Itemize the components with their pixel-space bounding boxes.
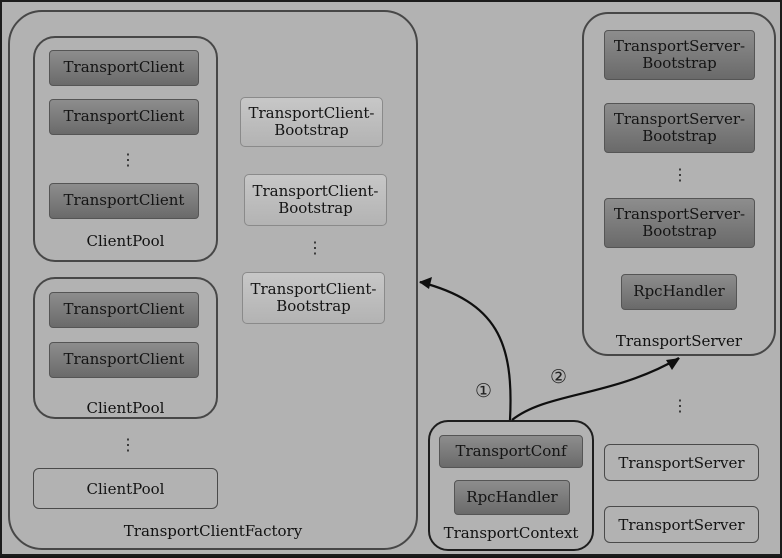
- bootstrap-label: TransportClient- Bootstrap: [252, 181, 379, 217]
- transport-server: TransportServer: [604, 506, 759, 543]
- bootstrap-label: TransportClient- Bootstrap: [250, 279, 377, 315]
- transport-client-bootstrap: TransportClient- Bootstrap: [242, 272, 385, 324]
- bootstrap-label: TransportServer- Bootstrap: [613, 109, 746, 145]
- transport-client-bootstrap: TransportClient- Bootstrap: [244, 174, 387, 226]
- bootstrap-label: TransportClient- Bootstrap: [248, 103, 375, 139]
- step-marker-2: ②: [550, 366, 568, 388]
- transport-server-bootstrap: TransportServer- Bootstrap: [604, 30, 755, 80]
- transport-server: TransportServer: [582, 12, 776, 356]
- transport-server-bootstrap: TransportServer- Bootstrap: [604, 103, 755, 153]
- transport-conf: TransportConf: [439, 435, 583, 468]
- arrow-to-client-factory: [419, 280, 512, 421]
- step-marker-1: ①: [475, 380, 493, 402]
- transport-client: TransportClient: [49, 292, 199, 328]
- ellipsis: ⋮: [120, 435, 136, 454]
- rpc-handler: RpcHandler: [454, 480, 570, 515]
- client-pool: ClientPool: [33, 277, 218, 419]
- bootstrap-label: TransportServer- Bootstrap: [613, 36, 746, 72]
- client-pool-label: ClientPool: [86, 232, 165, 250]
- bootstrap-label: TransportServer- Bootstrap: [613, 204, 746, 240]
- transport-context: TransportContext: [428, 420, 594, 551]
- rpc-handler: RpcHandler: [621, 274, 737, 310]
- transport-server-label: TransportServer: [615, 332, 743, 350]
- transport-server-bootstrap: TransportServer- Bootstrap: [604, 198, 755, 248]
- arrow-head-left: [419, 277, 432, 289]
- factory-label: TransportClientFactory: [123, 522, 303, 540]
- client-pool: ClientPool: [33, 36, 218, 262]
- arrow-to-transport-server: [511, 357, 680, 421]
- transport-server: TransportServer: [604, 444, 759, 481]
- ellipsis: ⋮: [672, 396, 688, 415]
- transport-client: TransportClient: [49, 50, 199, 86]
- transport-client: TransportClient: [49, 183, 199, 219]
- transport-client-factory: TransportClientFactory: [8, 10, 418, 550]
- transport-client-bootstrap: TransportClient- Bootstrap: [240, 97, 383, 147]
- client-pool: ClientPool: [33, 468, 218, 509]
- arrow-head-up: [666, 358, 680, 370]
- client-pool-label: ClientPool: [86, 399, 165, 417]
- ellipsis: ⋮: [120, 150, 136, 169]
- transport-client: TransportClient: [49, 99, 199, 135]
- transport-client: TransportClient: [49, 342, 199, 378]
- ellipsis: ⋮: [307, 238, 323, 257]
- ellipsis: ⋮: [672, 165, 688, 184]
- transport-context-label: TransportContext: [443, 524, 579, 542]
